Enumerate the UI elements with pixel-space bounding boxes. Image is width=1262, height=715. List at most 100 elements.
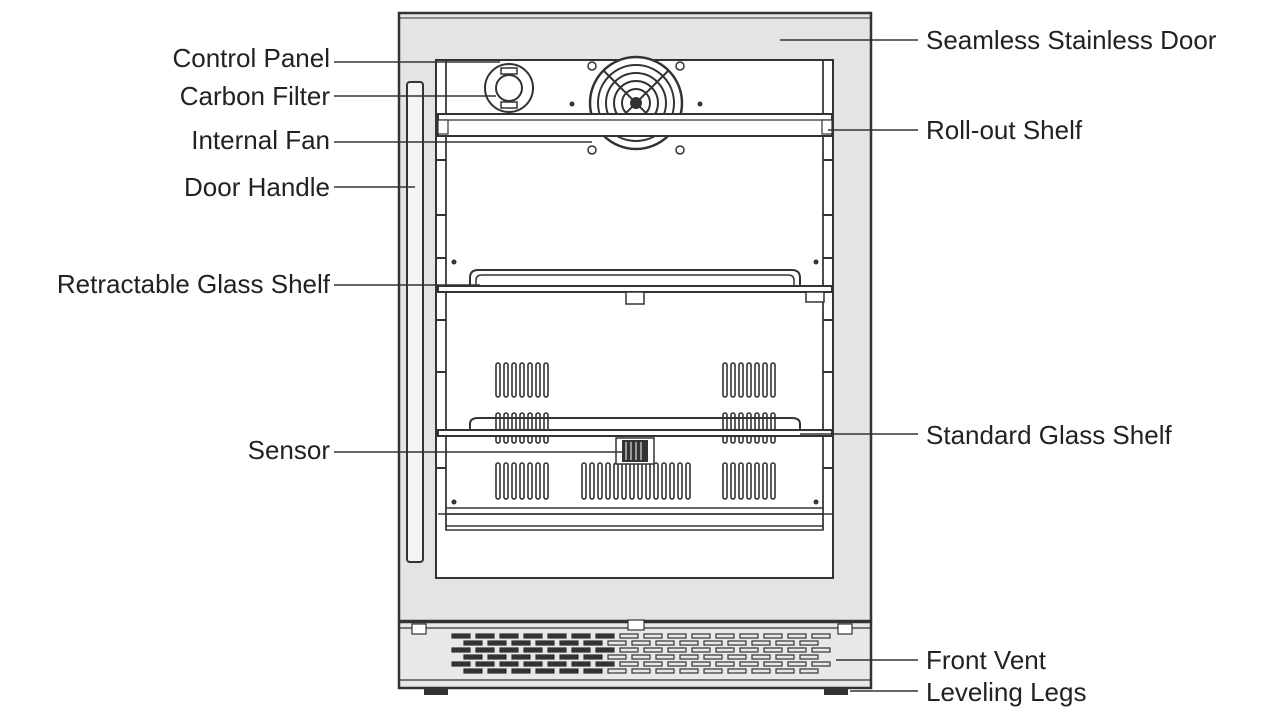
- grille-slot: [619, 633, 639, 639]
- leveling-leg-right: [824, 688, 848, 695]
- grille-slot: [679, 640, 699, 646]
- vent-slot: [669, 462, 675, 500]
- grille-slot: [535, 654, 555, 660]
- grille-slot: [631, 668, 651, 674]
- vent-slot: [730, 362, 736, 398]
- grille-slot: [691, 661, 711, 667]
- grille-slot: [559, 668, 579, 674]
- vent-slot: [754, 462, 760, 500]
- grille-slot: [715, 661, 735, 667]
- grille-slot: [643, 661, 663, 667]
- grille-slot: [799, 654, 819, 660]
- vent-slot: [762, 462, 768, 500]
- carbon-filter-inner: [495, 74, 523, 102]
- grille-slot: [763, 647, 783, 653]
- grille-slot: [451, 633, 471, 639]
- vent-slot: [613, 462, 619, 500]
- grille-slot: [727, 654, 747, 660]
- grille-slot: [763, 633, 783, 639]
- grille-slot: [715, 647, 735, 653]
- vent-slot: [677, 462, 683, 500]
- label-door-handle: Door Handle: [184, 172, 330, 202]
- grille-slot: [631, 654, 651, 660]
- leveling-leg-left: [424, 688, 448, 695]
- grille-slot: [595, 647, 615, 653]
- grille-slot: [751, 668, 771, 674]
- grille-slot: [499, 647, 519, 653]
- grille-slot: [691, 647, 711, 653]
- grille-slot: [691, 633, 711, 639]
- grille-slot: [547, 647, 567, 653]
- grille-slot: [559, 654, 579, 660]
- vent-slot: [535, 462, 541, 500]
- grille-slot: [679, 668, 699, 674]
- roll-out-shelf: [437, 113, 833, 137]
- grille-slot: [595, 661, 615, 667]
- back-vents: [495, 362, 776, 500]
- grille-slot: [811, 647, 831, 653]
- grille-slot: [739, 647, 759, 653]
- grille-slot: [499, 633, 519, 639]
- label-roll-out-shelf: Roll-out Shelf: [926, 115, 1083, 145]
- grille-slot: [655, 654, 675, 660]
- label-front-vent: Front Vent: [926, 645, 1046, 675]
- standard-glass-shelf: [437, 417, 833, 437]
- grille-slot: [787, 633, 807, 639]
- grille-slot: [775, 654, 795, 660]
- grille-slot: [535, 640, 555, 646]
- vent-slot: [519, 362, 525, 398]
- vent-slot: [543, 362, 549, 398]
- grille-slot: [655, 640, 675, 646]
- grille-slot: [535, 668, 555, 674]
- vent-slot: [661, 462, 667, 500]
- vent-slot: [597, 462, 603, 500]
- label-internal-fan: Internal Fan: [191, 125, 330, 155]
- grille-slot: [511, 654, 531, 660]
- vent-slot: [581, 462, 587, 500]
- grille-slot: [727, 640, 747, 646]
- grille-slot: [583, 640, 603, 646]
- label-standard-glass-shelf: Standard Glass Shelf: [926, 420, 1172, 450]
- label-leveling-legs: Leveling Legs: [926, 677, 1087, 707]
- grille-slot: [619, 647, 639, 653]
- leader-lines: [334, 39, 918, 692]
- sensor: [615, 437, 655, 465]
- rail-notches: [436, 159, 833, 469]
- vent-slot: [629, 462, 635, 500]
- label-carbon-filter: Carbon Filter: [179, 81, 330, 111]
- grille-slot: [751, 654, 771, 660]
- grille-slot: [787, 661, 807, 667]
- grille-slot: [583, 668, 603, 674]
- door-handle: [406, 81, 424, 563]
- bottom-rack: [438, 507, 832, 527]
- grille-slot: [799, 668, 819, 674]
- grille-slot: [487, 640, 507, 646]
- label-control-panel: Control Panel: [172, 43, 330, 73]
- grille-slot: [451, 647, 471, 653]
- vent-slot: [730, 462, 736, 500]
- grille-slot: [487, 654, 507, 660]
- grille-slot: [655, 668, 675, 674]
- grille-slot: [475, 647, 495, 653]
- grille-slot: [715, 633, 735, 639]
- retractable-glass-shelf: [437, 269, 833, 305]
- front-vent-grille: [451, 633, 831, 674]
- grille-slot: [703, 640, 723, 646]
- vent-slot: [645, 462, 651, 500]
- vent-slot: [722, 462, 728, 500]
- vent-slot: [511, 362, 517, 398]
- vent-slot: [738, 362, 744, 398]
- vent-slot: [543, 462, 549, 500]
- grille-slot: [571, 647, 591, 653]
- label-retractable-glass-shelf: Retractable Glass Shelf: [56, 269, 330, 299]
- grille-slot: [739, 633, 759, 639]
- grille-slot: [799, 640, 819, 646]
- vent-slot: [527, 362, 533, 398]
- grille-slot: [775, 640, 795, 646]
- vent-slot: [754, 362, 760, 398]
- grille-slot: [811, 633, 831, 639]
- grille-slot: [631, 640, 651, 646]
- grille-slot: [607, 654, 627, 660]
